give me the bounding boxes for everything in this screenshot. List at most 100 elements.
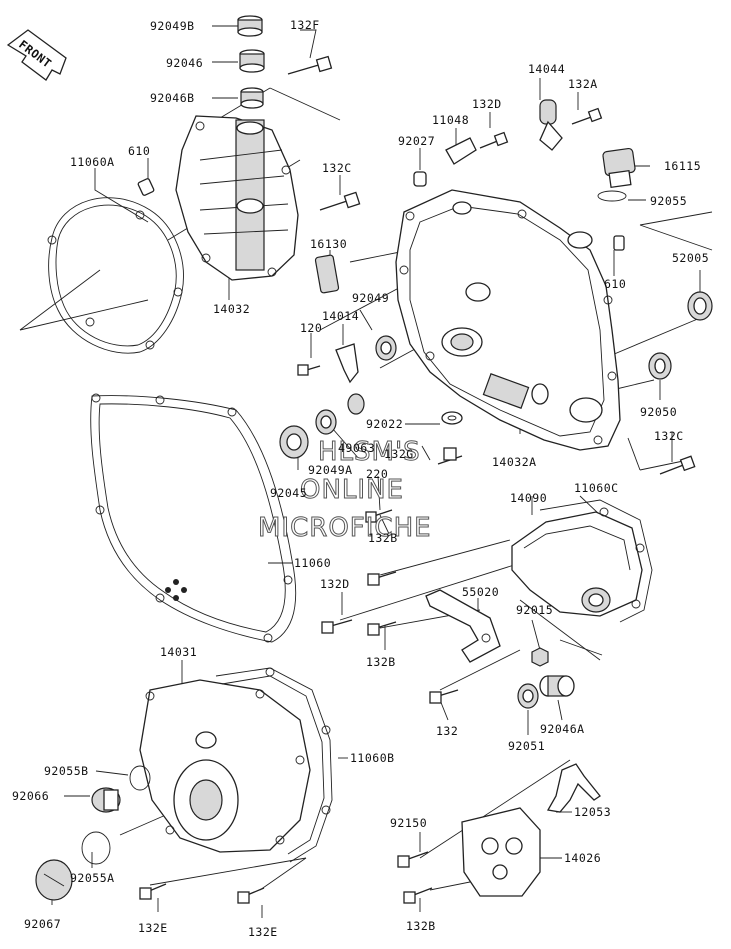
part-label: 14044 [528, 62, 565, 76]
plate-11048 [445, 137, 477, 165]
part-label: 14014 [322, 309, 359, 323]
part-label: 11060 [294, 556, 331, 570]
part-label: 92055A [70, 871, 115, 885]
pin-610-left [137, 178, 155, 196]
bushing-92049b [237, 15, 263, 37]
gasket-11060b [215, 667, 333, 863]
bolt-132b-2 [367, 621, 397, 636]
part-label: 55020 [462, 585, 499, 599]
part-label: 92067 [24, 917, 61, 931]
gasket-11060c [539, 499, 653, 623]
part-label: 92055 [650, 194, 687, 208]
part-label: 92027 [398, 134, 435, 148]
part-label: 14026 [564, 851, 601, 865]
generator-cover-14031 [139, 679, 311, 853]
bracket-14014 [335, 343, 359, 384]
nut-92015 [531, 647, 549, 667]
part-label: 92055B [44, 764, 89, 778]
bolt-132g [437, 447, 463, 465]
part-label: 120 [300, 321, 322, 335]
part-label: 92046B [150, 91, 195, 105]
part-label: 92049A [308, 463, 353, 477]
bolt-132d-upper [479, 131, 509, 149]
bolt-220 [365, 509, 393, 523]
part-label: 92046A [540, 722, 585, 736]
bushing-49063 [347, 393, 365, 415]
bolt-120 [297, 364, 321, 376]
part-label: 14031 [160, 645, 197, 659]
part-label: 14032A [492, 455, 537, 469]
plug-92067 [35, 859, 73, 901]
bearing-92046b [240, 87, 264, 109]
watermark: HLSM'S ONLINE MICROFICHE [258, 437, 432, 544]
part-label: 92050 [640, 405, 677, 419]
seal-92050 [648, 352, 672, 380]
seal-92049 [375, 335, 397, 361]
bracket-55020 [425, 589, 501, 663]
part-label: 92045 [270, 486, 307, 500]
part-label: 610 [128, 144, 150, 158]
bolt-132a [571, 107, 603, 125]
bolt-132f [287, 55, 333, 75]
part-label: 14032 [213, 302, 250, 316]
bolt-132b-1 [367, 571, 397, 586]
part-label: 92046 [166, 56, 203, 70]
part-label: 11060C [574, 481, 619, 495]
part-label: 132A [568, 77, 598, 91]
bolt-132e-left [139, 883, 167, 900]
part-label: 132B [368, 531, 398, 545]
bolt-132d-lower [321, 619, 353, 634]
part-label: 132D [472, 97, 502, 111]
gasket-11060a [47, 197, 184, 354]
cap-16115 [602, 147, 636, 189]
washer-92022 [441, 411, 463, 425]
part-label: 11060A [70, 155, 115, 169]
part-label: 11060B [350, 751, 395, 765]
part-label: 16130 [310, 237, 347, 251]
part-label: 92066 [12, 789, 49, 803]
clutch-cover-14032 [175, 115, 299, 281]
part-label: 132C [654, 429, 684, 443]
clutch-cover-14032a [395, 189, 621, 451]
plug-92066 [91, 787, 121, 813]
bolt-92150 [397, 851, 429, 868]
part-label: 92049B [150, 19, 195, 33]
part-label: 92049 [352, 291, 389, 305]
front-arrow-icon: FRONT [6, 29, 67, 81]
watermark-line-2: ONLINE [300, 475, 404, 505]
part-label: 52005 [672, 251, 709, 265]
watermark-line-3: MICROFICHE [258, 513, 432, 543]
o-ring-92055 [597, 190, 627, 202]
part-label: 92015 [516, 603, 553, 617]
bolt-132c-upper [319, 191, 361, 211]
bolt-132 [429, 689, 459, 704]
gasket-11060 [90, 393, 297, 643]
part-label: 132B [406, 919, 436, 933]
part-label: 132D [320, 577, 350, 591]
pin-610-right [613, 235, 625, 251]
part-label: 132G [384, 447, 414, 461]
bolt-132b-3 [403, 887, 433, 904]
seal-92051 [517, 683, 539, 709]
part-label: 132E [248, 925, 278, 939]
part-label: 610 [604, 277, 626, 291]
part-label: 14090 [510, 491, 547, 505]
part-label: 132E [138, 921, 168, 935]
cover-14090 [511, 511, 643, 617]
plug-16130 [314, 254, 340, 294]
part-label: 11048 [432, 113, 469, 127]
collar-92027 [413, 171, 427, 187]
part-label: 132 [436, 724, 458, 738]
bolt-132e-right [237, 887, 265, 904]
part-label: 16115 [664, 159, 701, 173]
part-label: 132B [366, 655, 396, 669]
bearing-92046a [539, 675, 575, 697]
part-label: 92150 [390, 816, 427, 830]
part-label: 132F [290, 18, 320, 32]
part-label: 12053 [574, 805, 611, 819]
bearing-92049a [315, 409, 337, 435]
part-label: 92022 [366, 417, 403, 431]
part-label: 132C [322, 161, 352, 175]
lever-12053 [546, 763, 601, 813]
